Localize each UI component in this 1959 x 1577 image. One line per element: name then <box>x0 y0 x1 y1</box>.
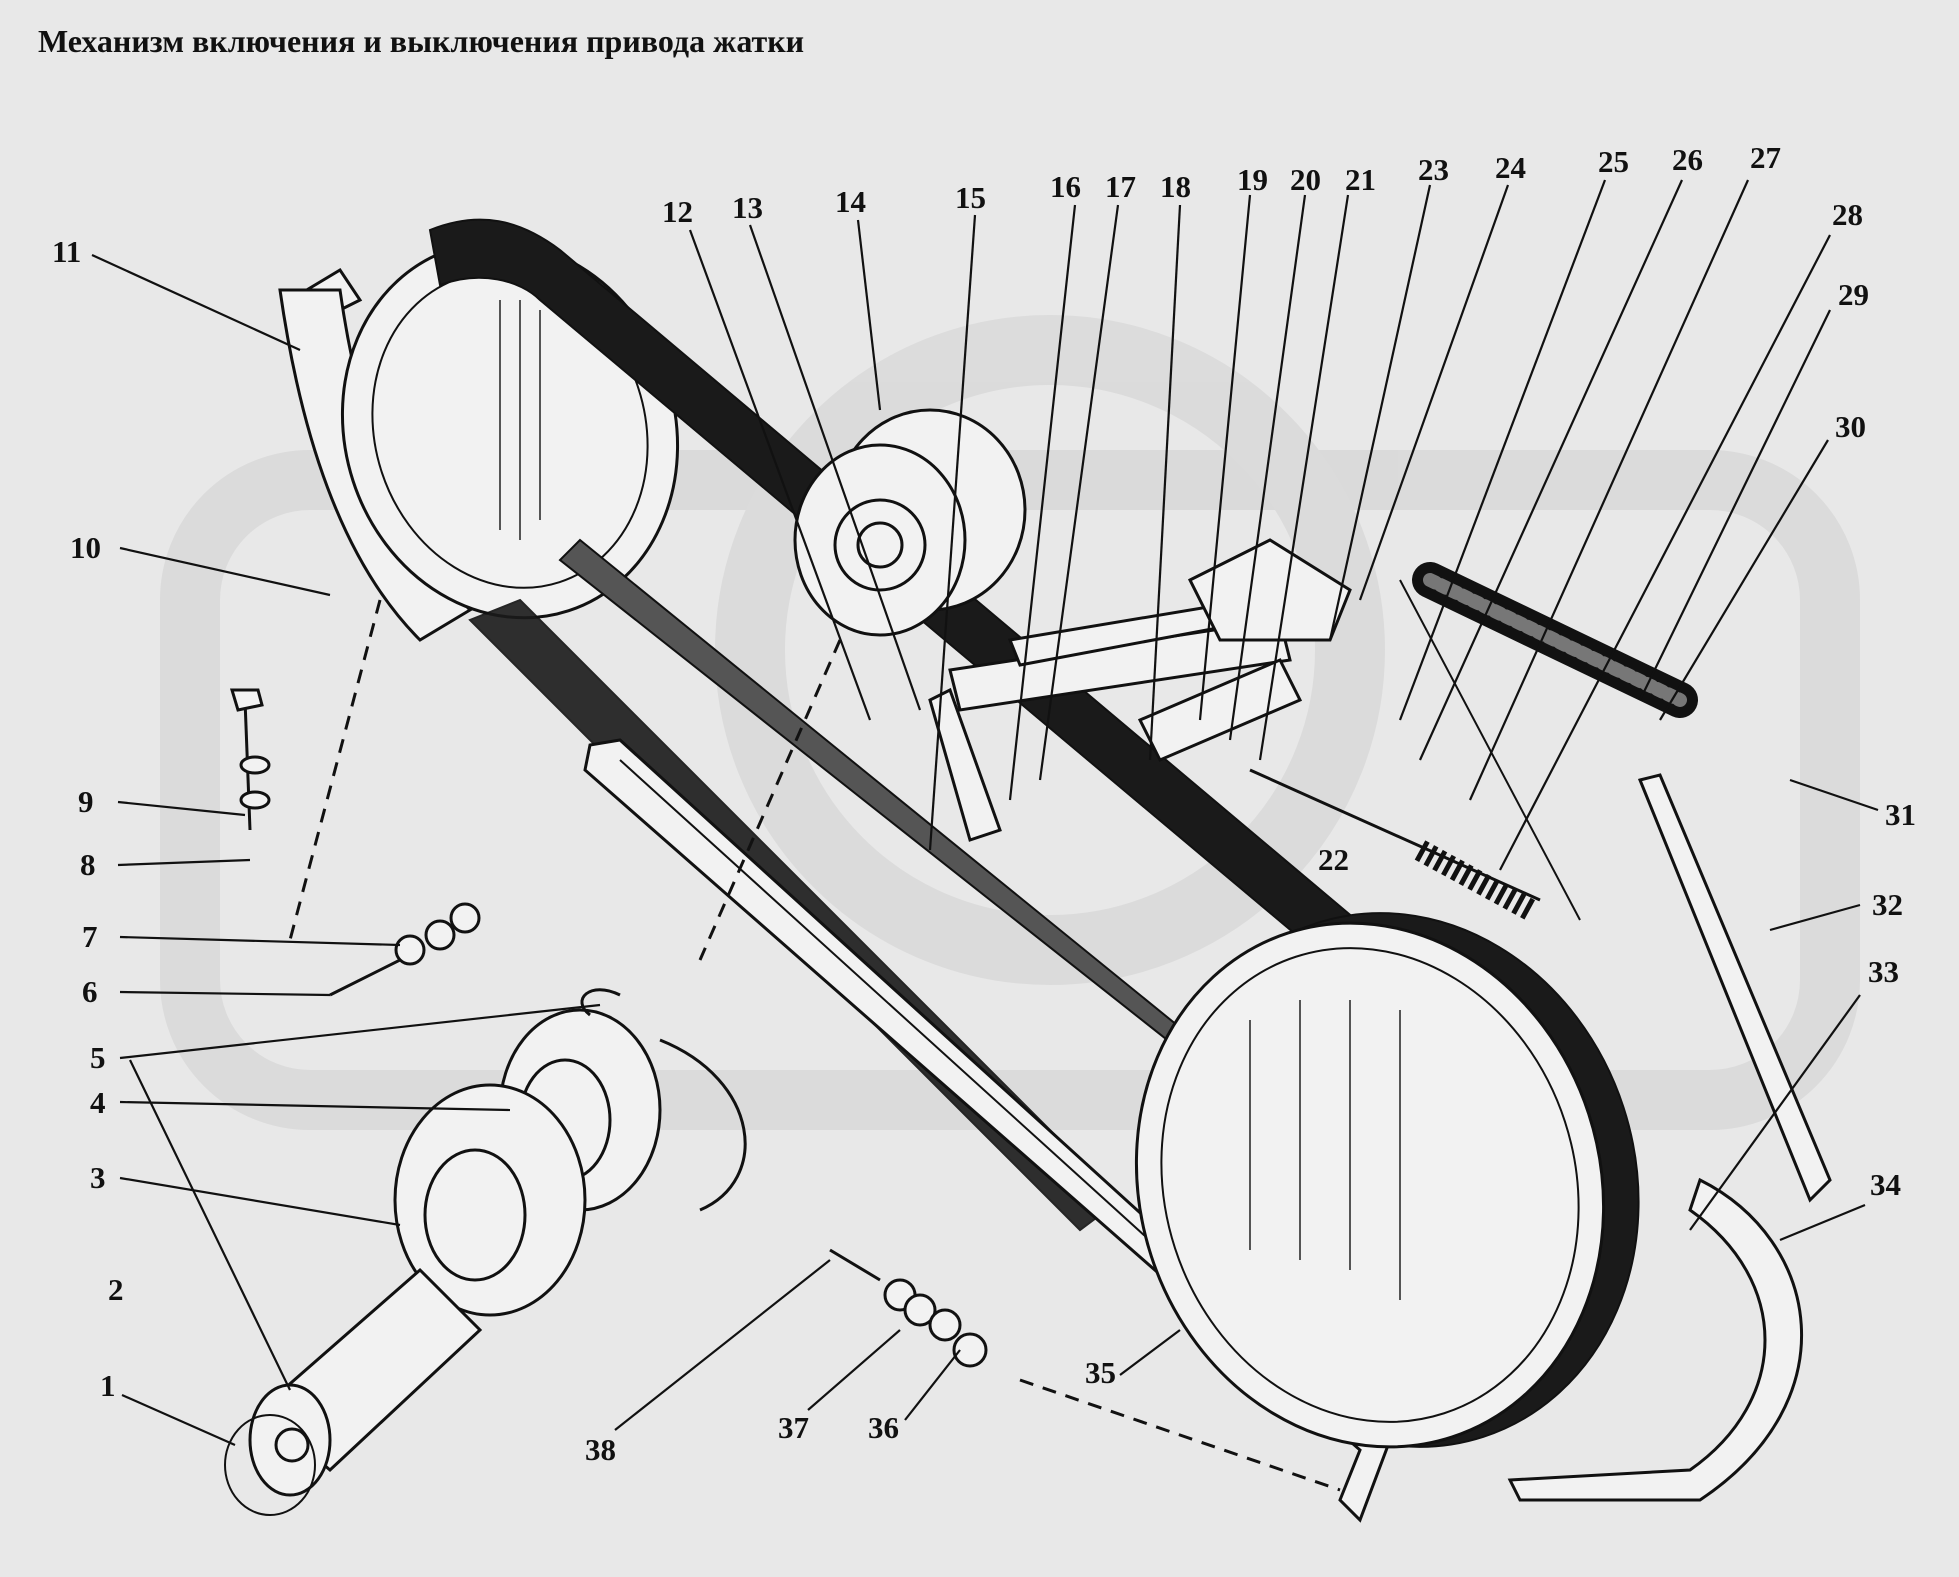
callout-21: 21 <box>1345 162 1376 197</box>
fasteners <box>229 688 988 1368</box>
callout-26: 26 <box>1672 142 1703 177</box>
callout-34: 34 <box>1870 1167 1901 1202</box>
callout-3: 3 <box>90 1160 106 1195</box>
callout-19: 19 <box>1237 162 1268 197</box>
callout-33: 33 <box>1868 954 1899 989</box>
callout-16: 16 <box>1050 169 1081 204</box>
tension-pulley <box>793 408 1027 637</box>
callout-6: 6 <box>82 974 98 1009</box>
callout-25: 25 <box>1598 144 1629 179</box>
callout-28: 28 <box>1832 197 1863 232</box>
leader-lines <box>91 179 1879 1447</box>
callout-10: 10 <box>70 530 101 565</box>
callout-9: 9 <box>78 784 94 819</box>
callout-14: 14 <box>835 184 866 219</box>
callout-37: 37 <box>778 1410 809 1445</box>
callout-38: 38 <box>585 1432 616 1467</box>
callout-12: 12 <box>662 194 693 229</box>
lever-assembly <box>928 538 1352 842</box>
callout-31: 31 <box>1885 797 1916 832</box>
callout-30: 30 <box>1835 409 1866 444</box>
callout-4: 4 <box>90 1085 106 1120</box>
diagram-title: Механизм включения и выключения привода … <box>38 23 804 59</box>
callout-13: 13 <box>732 190 763 225</box>
callout-1: 1 <box>100 1368 116 1403</box>
callout-27: 27 <box>1750 140 1781 175</box>
callout-24: 24 <box>1495 150 1526 185</box>
callout-23: 23 <box>1418 152 1449 187</box>
callout-35: 35 <box>1085 1355 1116 1390</box>
callout-36: 36 <box>868 1410 899 1445</box>
callout-18: 18 <box>1160 169 1191 204</box>
callout-2: 2 <box>108 1272 124 1307</box>
callout-11: 11 <box>52 234 81 269</box>
lower-pulley <box>1134 912 1640 1449</box>
lower-guard-strap <box>1507 773 1832 1502</box>
callout-29: 29 <box>1838 277 1869 312</box>
callout-22: 22 <box>1318 842 1349 877</box>
callout-7: 7 <box>82 919 98 954</box>
callout-20: 20 <box>1290 162 1321 197</box>
callout-17: 17 <box>1105 169 1136 204</box>
spring-assembly <box>1249 562 1698 920</box>
retaining-rings <box>580 988 747 1212</box>
callout-5: 5 <box>90 1040 106 1075</box>
callout-15: 15 <box>955 180 986 215</box>
callout-32: 32 <box>1872 887 1903 922</box>
assembly-lines <box>288 579 1581 1492</box>
bearing-assembly <box>224 1008 662 1516</box>
callout-labels: 1 2 3 4 5 6 7 8 9 10 11 12 13 14 15 16 1… <box>52 140 1916 1467</box>
callout-8: 8 <box>80 847 96 882</box>
